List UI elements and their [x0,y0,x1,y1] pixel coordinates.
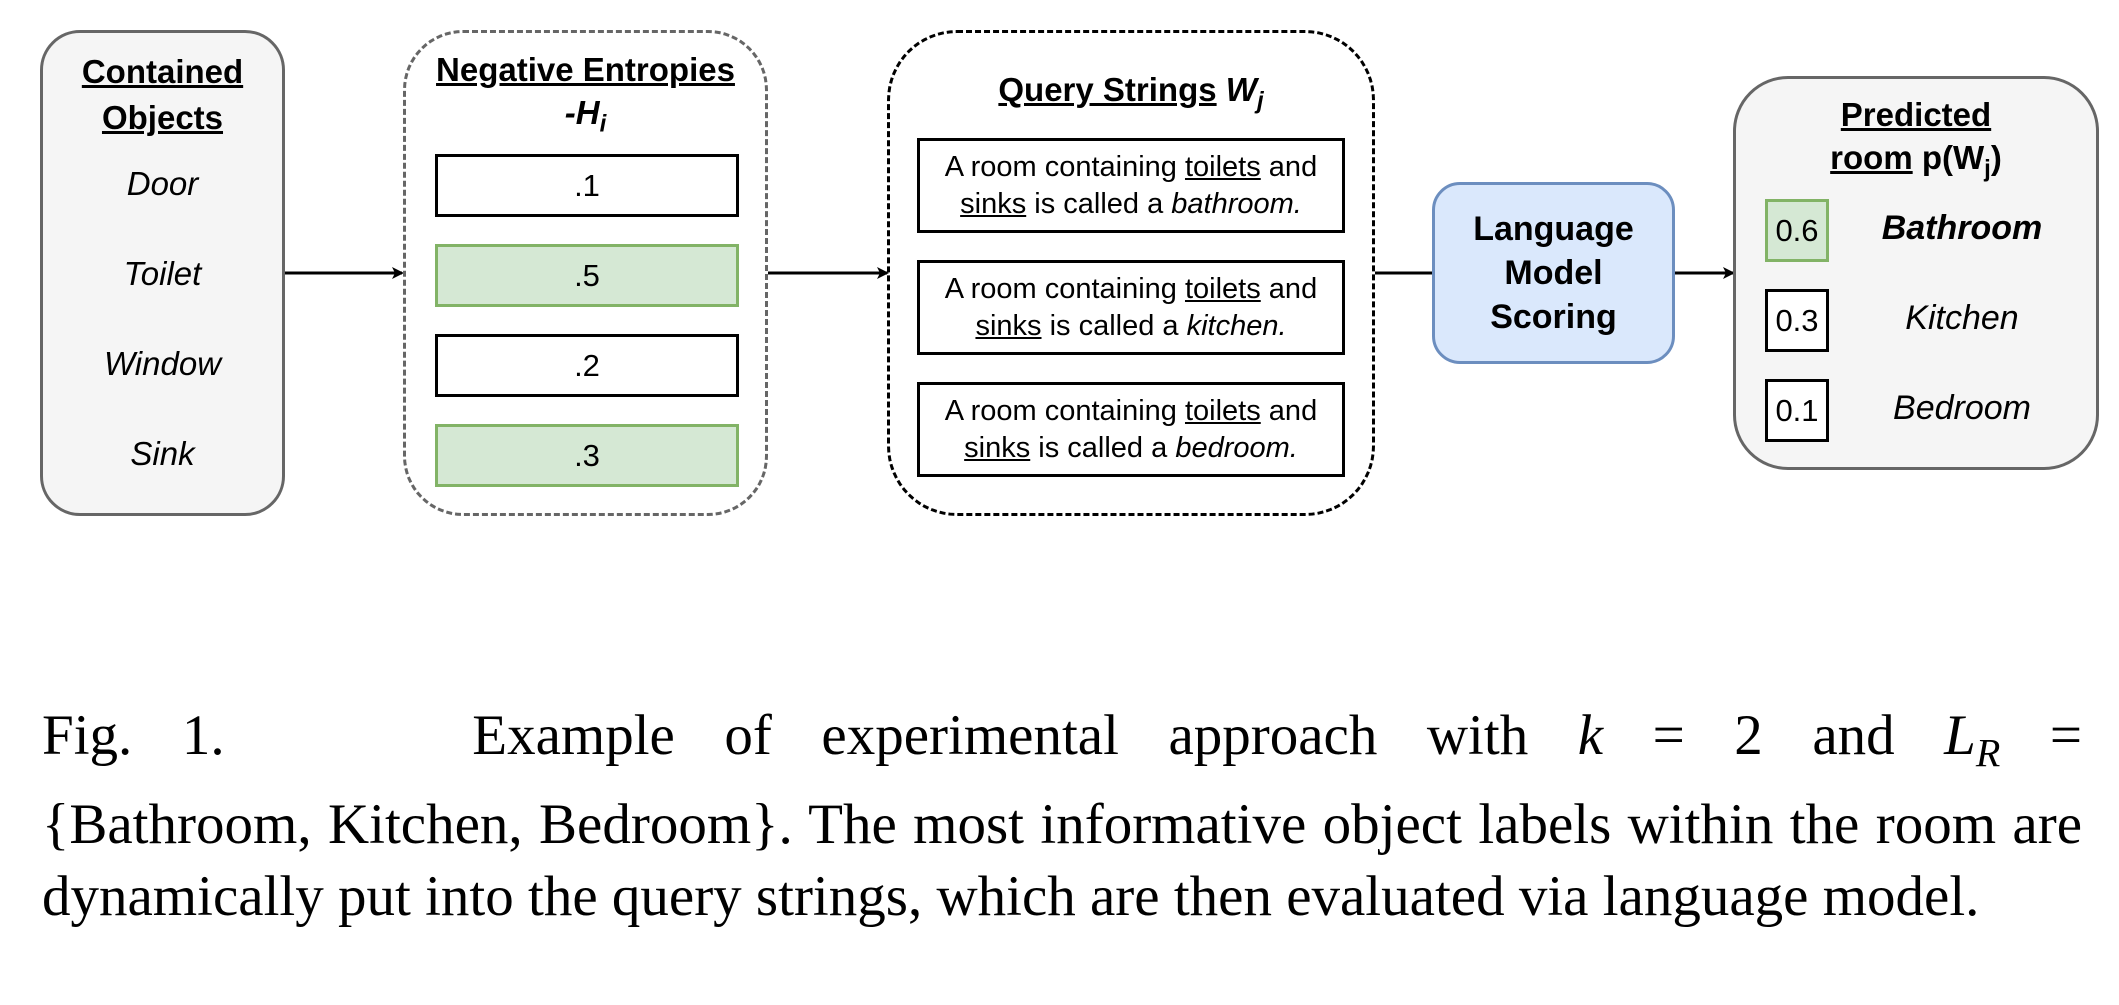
query-object-1: toilets [1184,272,1261,305]
query-mid1: and [1260,394,1318,427]
score-box: 0.1 [1765,379,1829,442]
query-object-1: toilets [1184,394,1261,427]
caption-set: {Bathroom, Kitchen, Bedroom} [42,793,779,857]
query-room: bathroom. [1171,187,1302,220]
entropy-symbol: -H [564,94,600,131]
predicted-title-prob: p(W [1912,139,1985,176]
predicted-title-room: room [1830,139,1913,176]
language-model-scoring-box: Language Model Scoring [1432,182,1675,364]
query-line1: A room containing toilets and [945,271,1317,308]
object-item: Door [126,165,199,202]
query-object-2: sinks [960,187,1027,220]
room-label: Kitchen [1905,299,2019,337]
caption-eq2: = [2000,704,2082,767]
query-line1: A room containing toilets and [945,149,1317,186]
query-strings-title-text: Query Strings [998,71,1217,108]
contained-objects-panel: Contained Objects Door Toilet Window Sin… [40,30,285,516]
caption-line1: Fig. 1. Example of experimental approach… [42,700,2082,789]
contained-objects-title-line2: Objects [101,99,224,136]
caption-L: L [1944,704,1976,767]
query-symbol-sub: j [1256,87,1264,115]
query-line1: A room containing toilets and [945,393,1317,430]
score-box: 0.3 [1765,289,1829,352]
query-prefix: A room containing [944,150,1185,183]
query-prefix: A room containing [944,272,1185,305]
query-object-2: sinks [975,309,1042,342]
query-mid1: and [1260,272,1318,305]
query-object-1: toilets [1184,150,1261,183]
query-line2: sinks is called a bathroom. [960,186,1302,223]
caption-text-2: . The most informative object labels wit… [42,793,2083,929]
entropy-value-box-highlighted: .3 [435,424,739,487]
query-strings-title: Query Strings Wj [890,67,1372,125]
query-mid2: is called a [1026,187,1172,220]
negative-entropies-symbol: -Hi [406,93,765,145]
query-symbol: W [1225,71,1257,108]
room-label-best: Bathroom [1881,209,2043,247]
query-string-box: A room containing toilets and sinks is c… [917,260,1345,355]
caption-fig-label: Fig. 1. [42,704,225,767]
query-line2: sinks is called a bedroom. [964,430,1298,467]
predicted-room-title: Predicted room p(Wj) [1736,93,2096,191]
predicted-title-sub: j [1984,155,1991,183]
query-mid2: is called a [1030,431,1176,464]
predicted-title-line1: Predicted [1840,96,1992,133]
negative-entropies-panel: Negative Entropies -Hi .1 .5 .2 .3 [403,30,768,516]
figure-caption: Fig. 1. Example of experimental approach… [42,700,2082,933]
contained-objects-title: Contained Objects [43,49,282,141]
entropy-value-box: .1 [435,154,739,217]
room-label: Bedroom [1893,389,2031,427]
scorer-line2: Model [1504,254,1603,292]
query-string-box: A room containing toilets and sinks is c… [917,382,1345,477]
query-object-2: sinks [964,431,1031,464]
scorer-line3: Scoring [1490,298,1617,336]
object-item: Sink [130,435,195,472]
object-item: Toilet [123,255,202,292]
contained-objects-title-line1: Contained [81,53,244,90]
query-mid1: and [1260,150,1318,183]
query-mid2: is called a [1041,309,1187,342]
scorer-line1: Language [1473,210,1634,248]
caption-text-1: Example of experimental approach with [472,704,1578,767]
query-strings-symbol: Wj [1225,71,1264,115]
score-box-highlighted: 0.6 [1765,199,1829,262]
query-line2: sinks is called a kitchen. [975,308,1286,345]
predicted-title-close: ) [1990,139,2002,176]
entropy-value-box: .2 [435,334,739,397]
query-strings-panel: Query Strings Wj A room containing toile… [887,30,1375,516]
entropy-symbol-sub: i [599,110,607,138]
predicted-title-line2: room p(Wj) [1736,136,2096,191]
entropy-value-box-highlighted: .5 [435,244,739,307]
caption-k: k [1577,704,1604,767]
query-prefix: A room containing [944,394,1185,427]
caption-L-sub: R [1975,730,2001,776]
predicted-room-panel: Predicted room p(Wj) 0.6 Bathroom 0.3 Ki… [1733,76,2099,470]
caption-eq1: = 2 and [1603,704,1945,767]
query-string-box: A room containing toilets and sinks is c… [917,138,1345,233]
query-room: kitchen. [1186,309,1287,342]
negative-entropies-title-text: Negative Entropies [436,51,735,88]
object-item: Window [103,345,222,382]
query-room: bedroom. [1175,431,1298,464]
negative-entropies-title: Negative Entropies -Hi [406,47,765,145]
